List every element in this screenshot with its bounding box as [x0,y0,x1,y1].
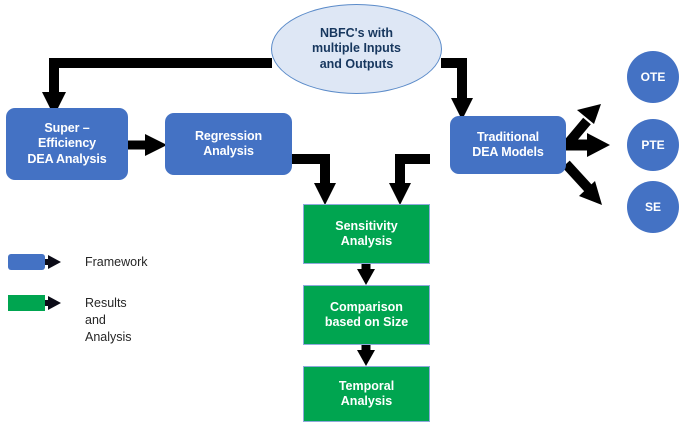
node-se-label: SE [644,199,661,214]
node-ote-label: OTE [640,69,666,84]
edge-sensitivity-to-comparison [357,264,375,285]
edge-source-to-traditional [441,58,473,120]
edge-traditional-to-sensitivity [389,154,430,205]
edge-regression-to-sensitivity [292,154,336,205]
edge-traditional-to-pte [566,133,610,157]
legend-arrow-icon [45,295,75,311]
edge-super-efficiency-to-regression [128,134,167,156]
legend-arrow-icon [45,254,75,270]
edge-traditional-to-ote [562,104,601,150]
node-ote-circle[interactable]: OTE [627,51,679,103]
legend-swatch-results [8,295,45,311]
node-pte-label: PTE [641,137,665,152]
node-pte-circle[interactable]: PTE [627,119,679,171]
edge-traditional-to-se [562,160,602,205]
edge-comparison-to-temporal [357,345,375,366]
node-se-circle[interactable]: SE [627,181,679,233]
legend-item-framework: Framework [8,254,148,271]
legend-swatch-framework [8,254,45,270]
legend-label-framework: Framework [85,255,148,269]
